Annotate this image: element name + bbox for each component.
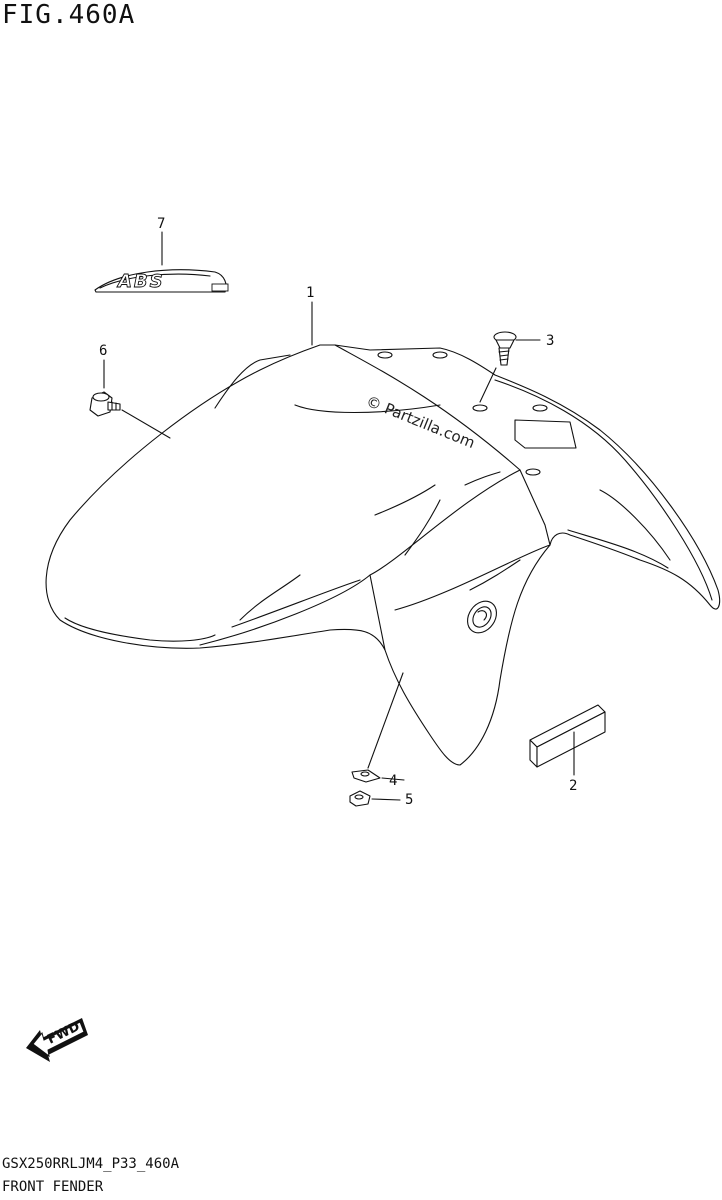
label-part[interactable] [529, 704, 606, 776]
footer-section-name: FRONT FENDER [2, 1179, 104, 1195]
abs-emblem-text: ABS [116, 271, 165, 292]
bolt-part[interactable] [89, 359, 171, 439]
figure-title: FIG.460A [2, 0, 136, 30]
front-fender-part[interactable] [45, 344, 721, 766]
screw-part[interactable] [479, 331, 541, 403]
callout-5: 5 [405, 792, 413, 808]
callout-1: 1 [306, 285, 314, 301]
callout-7: 7 [157, 216, 165, 232]
callout-2: 2 [569, 778, 577, 794]
callout-6: 6 [99, 343, 107, 359]
nut-part-5[interactable] [349, 790, 401, 807]
fwd-arrow-icon: FWD [26, 1018, 88, 1062]
callout-3: 3 [546, 333, 554, 349]
footer-model-code: GSX250RRLJM4_P33_460A [2, 1156, 180, 1172]
abs-emblem-icon[interactable]: ABS [94, 231, 229, 293]
nut-part-4[interactable] [351, 672, 405, 783]
callout-4: 4 [389, 773, 397, 789]
